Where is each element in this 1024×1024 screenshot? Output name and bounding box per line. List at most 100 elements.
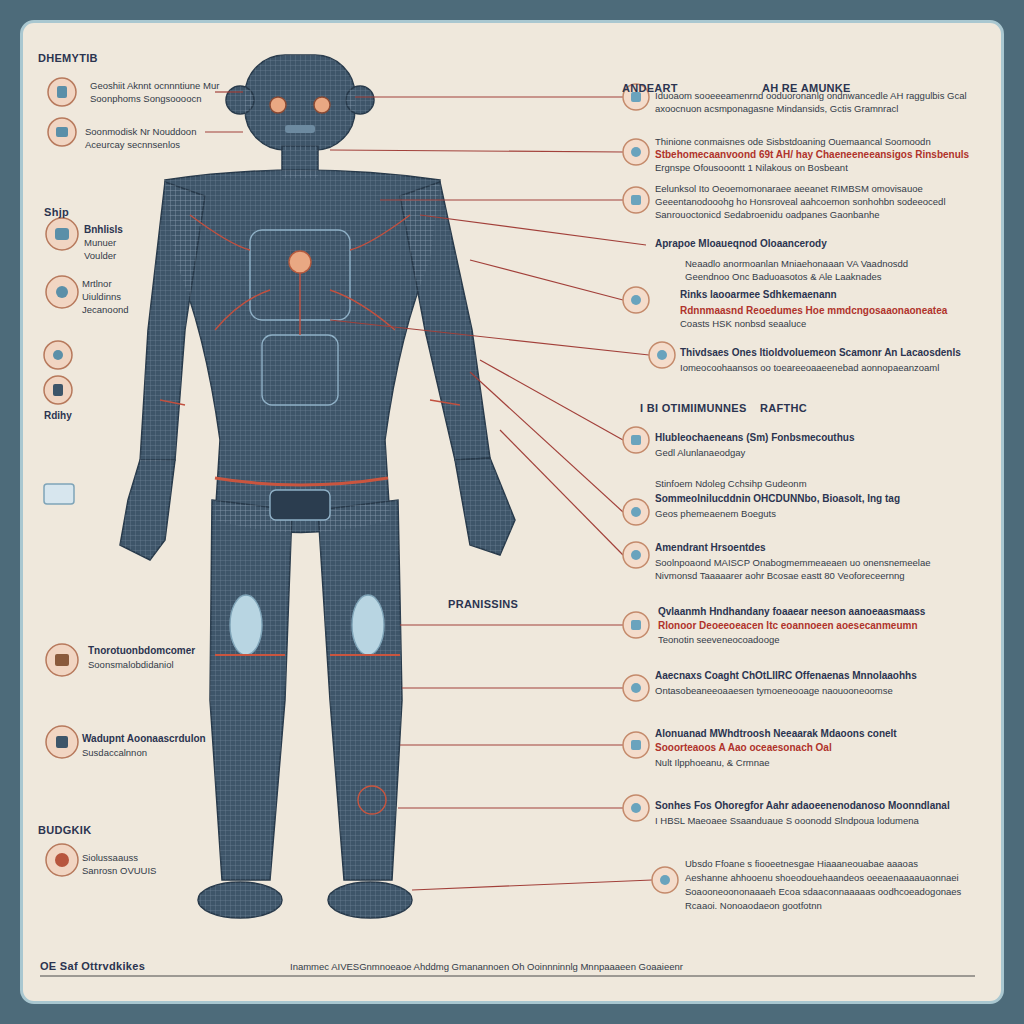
robot-details-part (215, 654, 400, 656)
callout-icons-part (631, 195, 641, 205)
callout-heading: Qvlaanmh Hndhandany foaaear neeson aanoe… (658, 606, 925, 618)
callout-heading: Amendrant Hrsoentdes (655, 542, 766, 554)
callout-text: Aceurcay secnnsenlos (85, 139, 180, 150)
callout-text: Geeentanodooohg ho Honsroveal aahcoemon … (655, 196, 946, 207)
side-icons-part (46, 218, 78, 250)
callout-text: Iomeocoohaansos oo toeareeoaaeenebad aon… (680, 362, 939, 373)
callout-circles-part (623, 675, 649, 701)
side-icon-marks-part (53, 384, 63, 396)
callout-text: Geoshiit Aknnt ocnnntiune Mur (90, 80, 219, 91)
robot-body-part (120, 55, 515, 918)
side-icons-part (46, 276, 78, 308)
robot-details-part (270, 490, 330, 520)
callout-text: Mrtlnor (82, 278, 112, 289)
robot-details-part (352, 595, 384, 655)
callout-circles-part (623, 542, 649, 568)
robot-details-part (314, 97, 330, 113)
leader-lines-part (330, 320, 649, 355)
leader-lines-part (470, 372, 623, 512)
callout-icons-part (631, 683, 641, 693)
side-icons-part (46, 844, 78, 876)
callout-icons-part (631, 620, 641, 630)
callout-icons-part (631, 550, 641, 560)
callout-circles-part (623, 287, 649, 313)
callout-text: Rcaaoi. Nonoaodaeon gootfotnn (685, 900, 822, 911)
callout-heading: Thivdsaes Ones ltioldvoluemeon Scamonr A… (680, 347, 961, 359)
side-icons-part (48, 78, 76, 106)
callout-text: Ontasobeaneeoaaesen tymoeneooage naouoon… (655, 685, 893, 696)
leader-lines-part (400, 624, 623, 625)
callout-circles-part (623, 612, 649, 638)
leader-lines-part (420, 215, 646, 245)
side-icon-marks-part (56, 127, 68, 137)
callout-highlight: Sooorteaoos A Aao oceaesonach Oal (655, 742, 832, 754)
heading-label: OE Saf Ottrvdkikes (40, 960, 145, 973)
callout-text: Inammec AIVESGnmnoeaoe Ahddmg Gmanannoen… (290, 961, 683, 972)
callout-text: Voulder (84, 250, 116, 261)
robot-details (160, 97, 460, 814)
callout-text: Siolussaauss (82, 852, 138, 863)
callout-circles-part (652, 867, 678, 893)
leader-lines-part (412, 880, 652, 890)
leader-lines-part (330, 150, 623, 152)
callout-circles-part (623, 499, 649, 525)
callout-heading: Tnorotuonbdomcomer (88, 645, 195, 657)
callout-text: Coasts HSK nonbsd seaaluce (680, 318, 806, 329)
callout-text: Sanrouoctonicd Sedabroenidu oadpanes Gao… (655, 209, 880, 220)
leader-lines-part (470, 260, 623, 300)
callout-heading: Rdihy (44, 410, 72, 422)
callout-highlight: Rdnnmaasnd Reoedumes Hoe mmdcngosaaonaon… (680, 305, 947, 317)
callout-text: Ergnspe Ofousooontt 1 Nilakous on Bosbea… (655, 162, 848, 173)
leader-lines-part (500, 430, 623, 555)
callout-text: Soonphoms Songsoooocn (90, 93, 201, 104)
robot-details-part (262, 335, 338, 405)
leader-lines-part (380, 199, 623, 200)
robot-details-part (289, 251, 311, 273)
side-icons (44, 78, 78, 876)
side-icons-part (48, 118, 76, 146)
callout-icons-part (631, 740, 641, 750)
leader-lines (205, 92, 652, 890)
callout-circles-part (623, 427, 649, 453)
callout-text: Uiuldinns (82, 291, 121, 302)
callout-heading: Wadupnt Aoonaascrdulon (82, 733, 206, 745)
callout-heading: Rinks laooarmee Sdhkemaenann (680, 289, 837, 301)
callout-icons-part (631, 295, 641, 305)
callout-text: Soolnpoaond MAISCP Onabogmemmeaeaen uo o… (655, 557, 931, 568)
callout-text: Aeshanne ahhooenu shoeodouehaandeos oeea… (685, 872, 959, 883)
robot-details-part (190, 215, 410, 250)
callout-text: Iduoaom sooeeeamenrnd ooduoronanlg ondnw… (655, 90, 967, 101)
callout-heading: Alonuanad MWhdtroosh Neeaarak Mdaoons co… (655, 728, 897, 740)
callout-text: Nivmonsd Taaaaarer aohr Bcosae eastt 80 … (655, 570, 905, 581)
callout-text: Sanrosn OVUUIS (82, 865, 156, 876)
callout-icons-part (631, 803, 641, 813)
robot-details-part (160, 400, 460, 405)
callout-icons-part (631, 507, 641, 517)
side-icon-marks-part (55, 654, 69, 666)
callout-icons-part (631, 147, 641, 157)
robot-details-part (285, 125, 315, 133)
callout-heading: Sommeolnilucddnin OHCDUNNbo, Bioasolt, I… (655, 493, 900, 505)
callout-icons-part (657, 350, 667, 360)
side-icon-marks-part (55, 853, 69, 867)
side-icon-marks-part (56, 736, 68, 748)
heading-label: Shjp (44, 206, 69, 219)
callout-text: Geendnoo Onc Baduoasotos & Ale Laaknades (685, 271, 881, 282)
callout-text: Soonmodisk Nr Nouddoon (85, 126, 196, 137)
callout-text: Gedl Alunlanaeodgay (655, 447, 745, 458)
side-icons-part (44, 376, 72, 404)
callout-text: Jecanoond (82, 304, 128, 315)
callout-text: Nult Ilpphoeanu, & Crmnae (655, 757, 770, 768)
callout-icons-part (660, 875, 670, 885)
side-icons-part (46, 644, 78, 676)
callout-heading: Sonhes Fos Ohoregfor Aahr adaoeenenodano… (655, 800, 950, 812)
callout-text: axoocnuon acsmponagasne Mindansids, Gcti… (655, 103, 898, 114)
callout-text: Thinione conmaisnes ode Sisbstdoaning Ou… (655, 136, 931, 147)
robot-details-part (358, 786, 386, 814)
callout-text: Teonotin seeveneocoadooge (658, 634, 780, 645)
callout-text: Munuer (84, 237, 116, 248)
callout-highlight: Rlonoor Deoeeoeacen ltc eoannoeen aoesec… (658, 620, 918, 632)
callout-text: I HBSL Maeoaee Ssaanduaue S ooonodd Slnd… (655, 815, 919, 826)
robot-body (120, 55, 515, 918)
